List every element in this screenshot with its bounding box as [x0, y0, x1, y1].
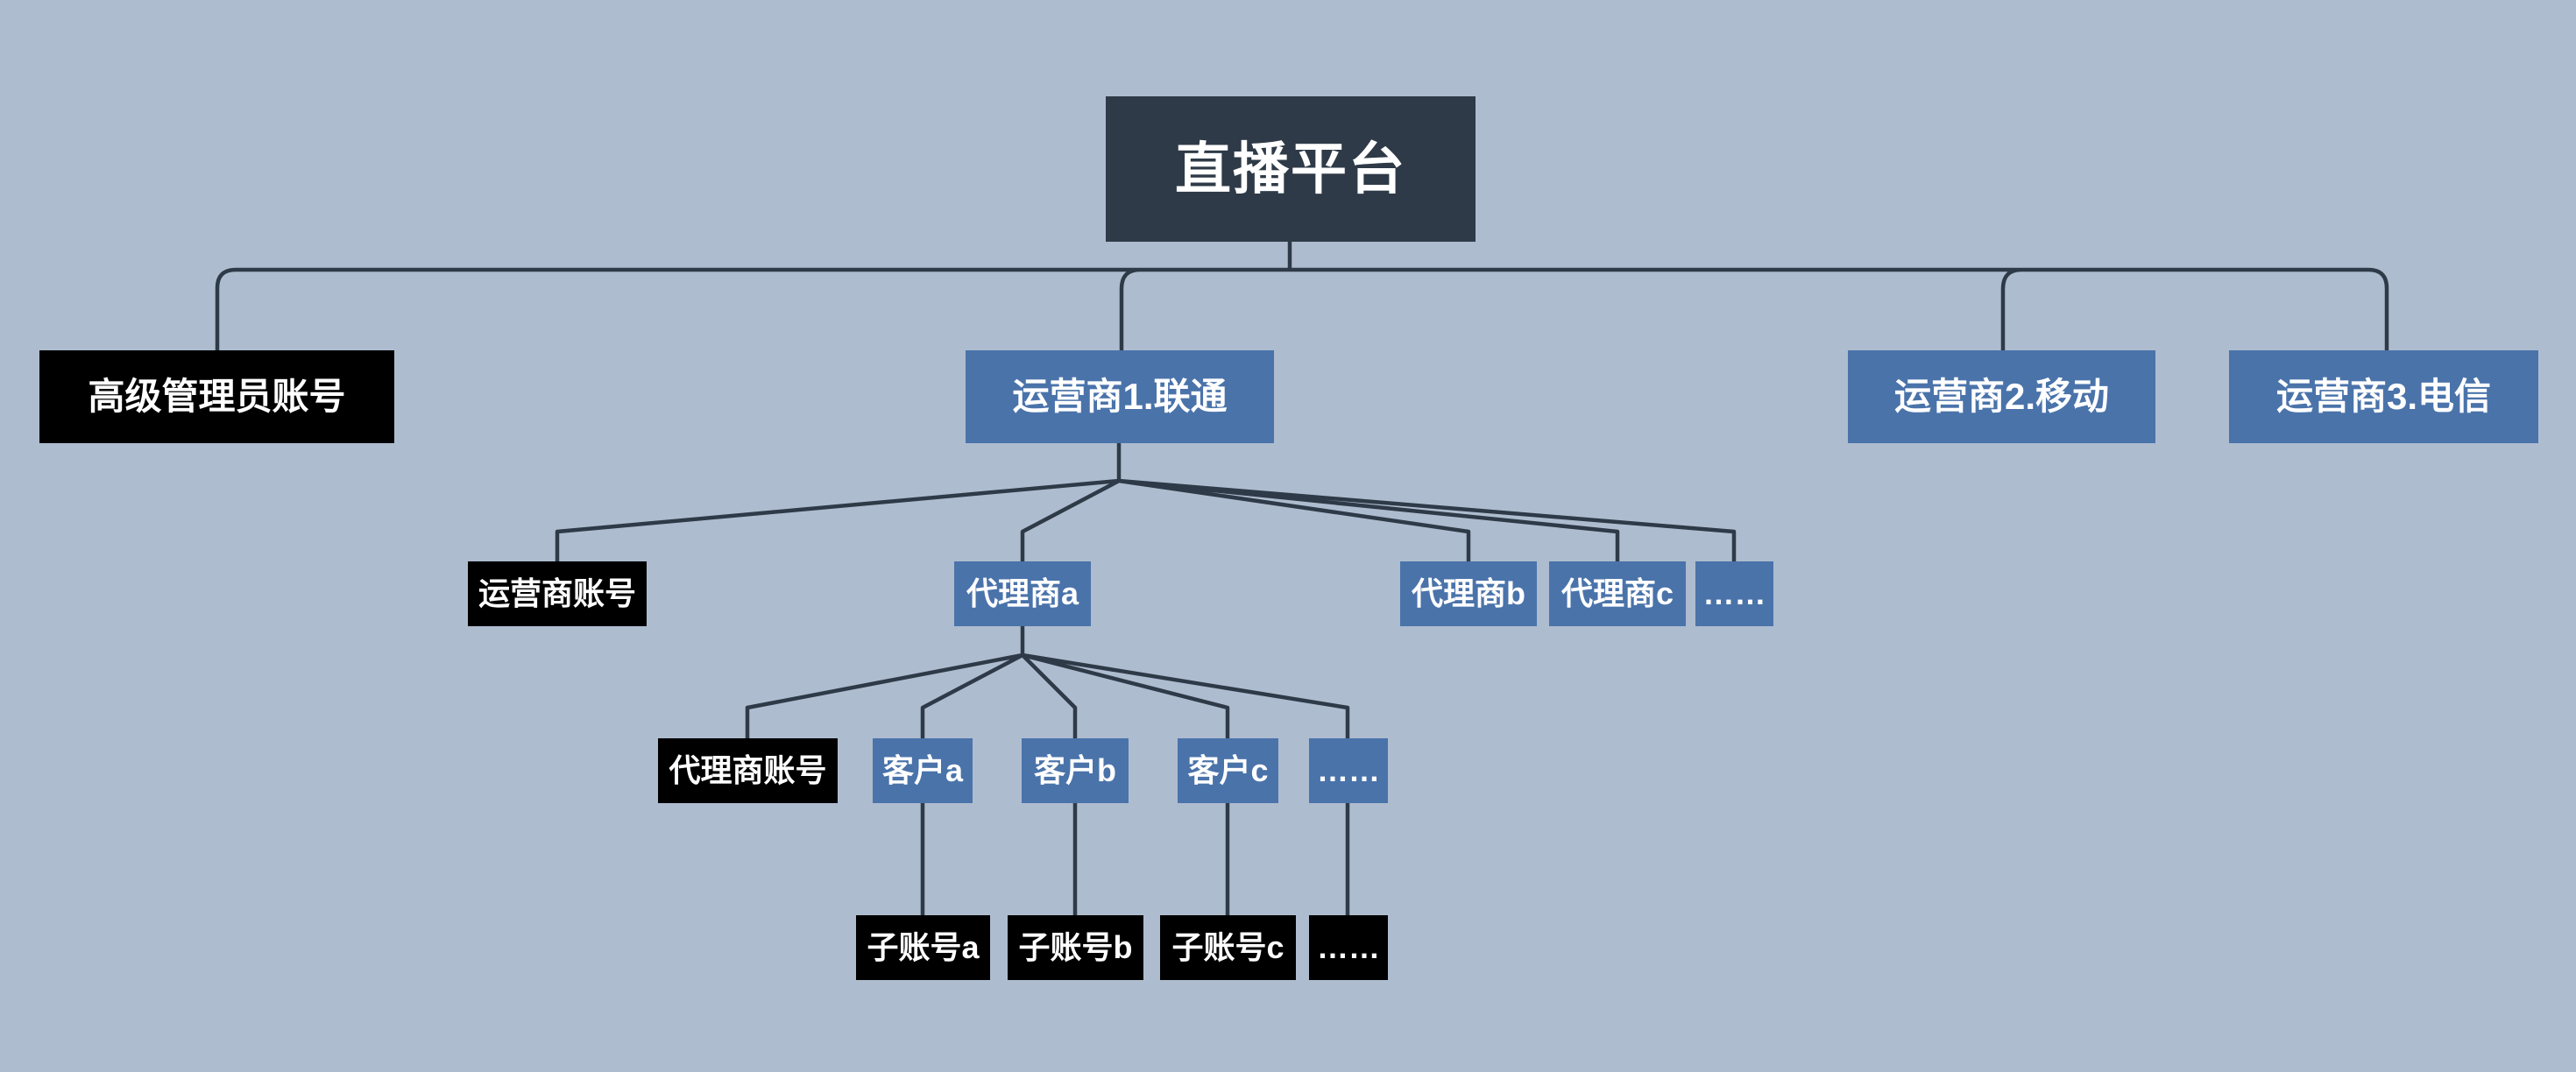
node-customer-b: 客户b: [1022, 738, 1129, 803]
node-operator2-mobile: 运营商2.移动: [1848, 350, 2155, 443]
connector-unicom-to-level3: [555, 443, 1737, 561]
node-subaccount-b: 子账号b: [1008, 915, 1143, 980]
node-customer-ellipsis: ……: [1309, 738, 1388, 803]
node-customer-a: 客户a: [873, 738, 973, 803]
node-operator-account: 运营商账号: [468, 561, 647, 626]
node-agent-a: 代理商a: [954, 561, 1091, 626]
node-live-platform-root: 直播平台: [1106, 96, 1476, 242]
connector-customers-to-subaccounts: [920, 803, 1350, 915]
connector-agent-a-to-level4: [745, 626, 1350, 738]
node-agent-ellipsis: ……: [1695, 561, 1773, 626]
node-operator1-unicom: 运营商1.联通: [966, 350, 1274, 443]
node-super-admin-account: 高级管理员账号: [39, 350, 394, 443]
node-customer-c: 客户c: [1178, 738, 1278, 803]
node-agent-b: 代理商b: [1400, 561, 1537, 626]
node-operator3-telecom: 运营商3.电信: [2229, 350, 2538, 443]
node-subaccount-c: 子账号c: [1160, 915, 1296, 980]
connector-root-to-level2: [215, 242, 2389, 354]
node-agent-account: 代理商账号: [658, 738, 838, 803]
node-subaccount-a: 子账号a: [856, 915, 990, 980]
node-subaccount-ellipsis: ……: [1309, 915, 1388, 980]
node-agent-c: 代理商c: [1549, 561, 1686, 626]
